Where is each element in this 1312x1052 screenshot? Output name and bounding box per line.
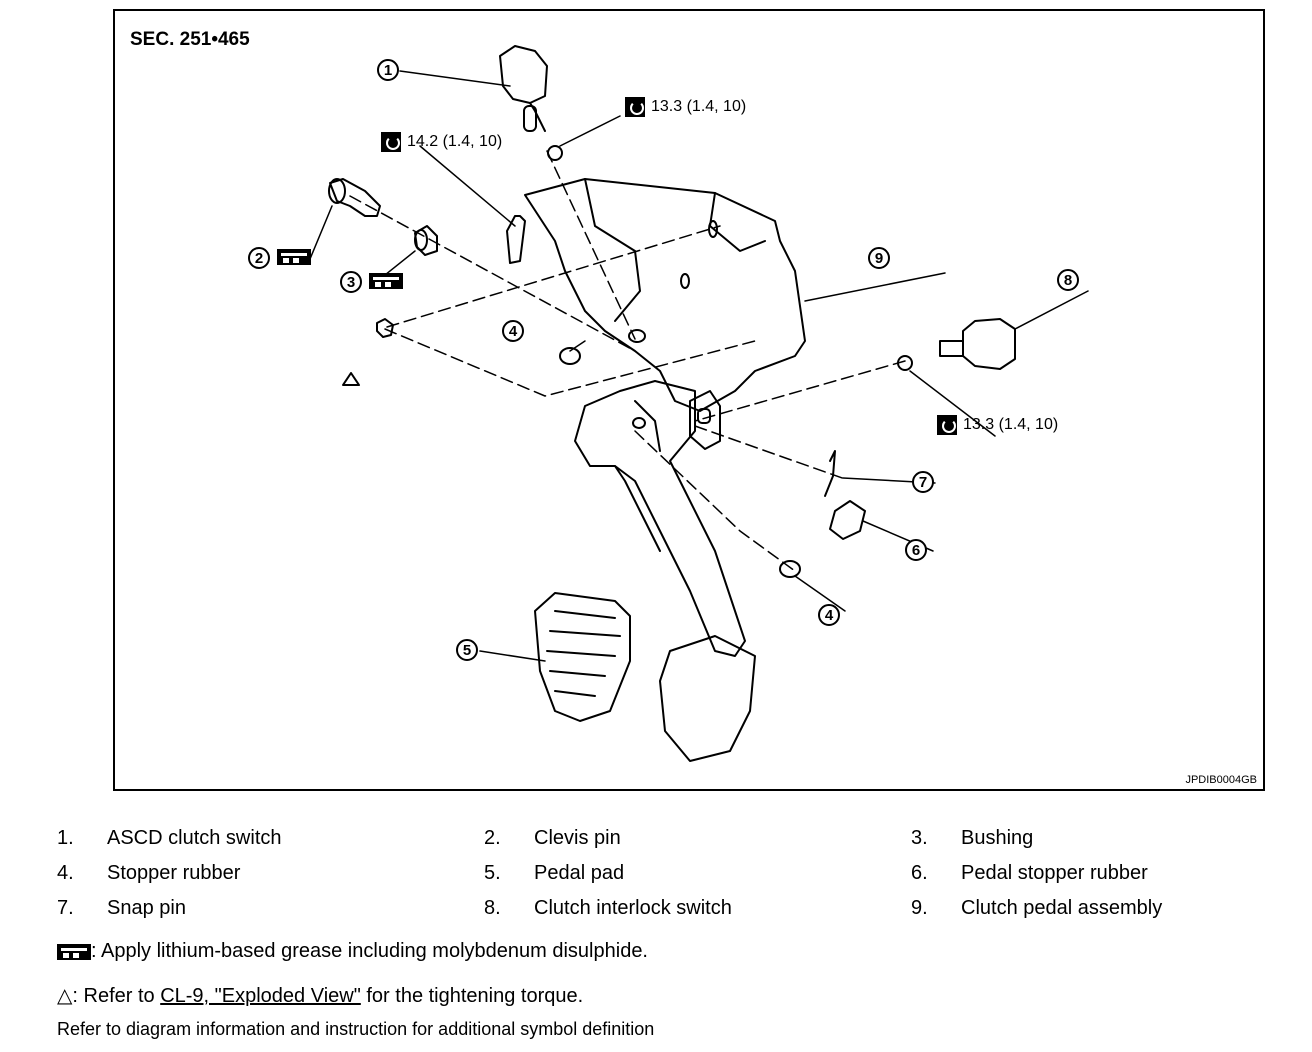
legend-number: 6. <box>911 862 928 884</box>
torque-value: 13.3 (1.4, 10) <box>963 416 1059 433</box>
legend-label: Snap pin <box>107 897 186 919</box>
legend-number: 8. <box>484 897 501 919</box>
callout-3: 3 <box>340 271 362 293</box>
symbol-definition-note: Refer to diagram information and instruc… <box>57 1019 655 1039</box>
torque-note-suffix: for the tightening torque. <box>360 985 584 1007</box>
grease-icon <box>57 943 91 960</box>
diagram-frame: SEC. 251•465 13.3 (1.4, 10) 14.2 (1.4, 1… <box>113 9 1265 791</box>
callout-6: 6 <box>905 539 927 561</box>
legend-number: 5. <box>484 862 501 884</box>
legend-label: Clutch pedal assembly <box>961 897 1163 919</box>
figure-id: JPDIB0004GB <box>1185 774 1257 786</box>
pedal-pad <box>534 592 631 722</box>
exploded-view-link[interactable]: CL-9, "Exploded View" <box>160 985 361 1007</box>
torque-wrench-icon <box>625 97 645 117</box>
ascd-switch-body <box>499 45 548 104</box>
callout-4-lower: 4 <box>818 604 840 626</box>
legend-number: 9. <box>911 897 928 919</box>
callout-1: 1 <box>377 59 399 81</box>
section-code: SEC. 251•465 <box>130 29 250 50</box>
callout-5: 5 <box>456 639 478 661</box>
pedal-plate <box>659 635 756 762</box>
callout-7: 7 <box>912 471 934 493</box>
torque-note: △: Refer to CL-9, "Exploded View" for th… <box>57 983 583 1008</box>
triangle-icon: △ <box>57 985 73 1007</box>
legend-label: Pedal stopper rubber <box>961 862 1148 884</box>
legend-label: Clevis pin <box>534 827 621 849</box>
legend-label: ASCD clutch switch <box>107 827 282 849</box>
legend-label: Stopper rubber <box>107 862 241 884</box>
grease-icon <box>369 273 403 289</box>
callout-8: 8 <box>1057 269 1079 291</box>
torque-value: 13.3 (1.4, 10) <box>651 98 747 115</box>
callout-4-upper: 4 <box>502 320 524 342</box>
exploded-view-drawing <box>309 45 1089 762</box>
legend-label: Clutch interlock switch <box>534 897 732 919</box>
legend-number: 2. <box>484 827 501 849</box>
torque-value: 14.2 (1.4, 10) <box>407 133 503 150</box>
torque-note-prefix: : Refer to <box>72 985 161 1007</box>
grease-icon <box>277 249 311 265</box>
legend-number: 7. <box>57 897 74 919</box>
grease-note: : Apply lithium-based grease including m… <box>57 940 648 963</box>
grease-note-text: : Apply lithium-based grease including m… <box>91 940 648 962</box>
legend-label: Bushing <box>961 827 1034 849</box>
torque-spec-interlock-switch: 13.3 (1.4, 10) <box>937 415 1058 435</box>
torque-wrench-icon <box>381 132 401 152</box>
pedal-bracket <box>524 178 806 412</box>
interlock-switch <box>962 318 1016 370</box>
clevis-pin <box>329 178 381 217</box>
torque-wrench-icon <box>937 415 957 435</box>
legend-number: 4. <box>57 862 74 884</box>
torque-spec-bolt: 14.2 (1.4, 10) <box>381 132 502 152</box>
callout-9: 9 <box>868 247 890 269</box>
callout-2: 2 <box>248 247 270 269</box>
legend-label: Pedal pad <box>534 862 625 884</box>
torque-spec-asc-switch: 13.3 (1.4, 10) <box>625 97 746 117</box>
legend-number: 1. <box>57 827 74 849</box>
legend-number: 3. <box>911 827 928 849</box>
